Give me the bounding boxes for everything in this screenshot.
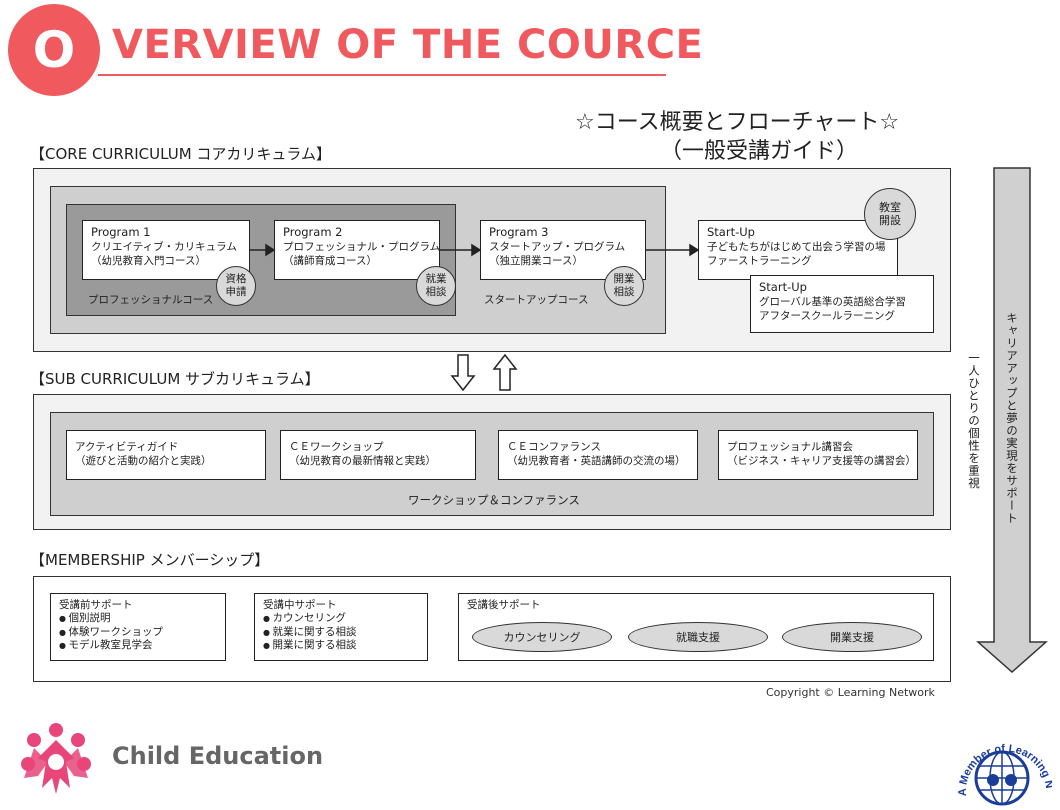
support-after-title: 受講後サポート [467, 599, 541, 611]
list-item: カウンセリング [263, 612, 427, 626]
program-2-line2: （講師育成コース） [283, 255, 377, 267]
program-1-line1: クリエイティブ・カリキュラム [91, 241, 237, 253]
individuality-text: 一人ひとりの個性を重視 [967, 352, 981, 490]
after-oval-counseling: カウンセリング [472, 622, 612, 652]
sub-item-professional-seminar: プロフェッショナル講習会 （ビジネス・キャリア支援等の講習会） [718, 430, 918, 480]
child-education-logo-icon [21, 723, 91, 794]
startup-1-line1: 子どもたちがはじめて出会う学習の場 [707, 241, 886, 253]
startup-2-box: Start-Up グローバル基準の英語総合学習 アフタースクールラーニング [750, 275, 934, 333]
sub-item-desc: （幼児教育者・英語講師の交流の場） [507, 455, 686, 467]
page-title: VERVIEW OF THE COURCE [112, 22, 704, 68]
career-support-arrow [976, 167, 1048, 674]
program-3-line1: スタートアップ・プログラム [489, 241, 626, 253]
business-consult-circle: 開業 相談 [604, 266, 644, 306]
program-3-line2: （独立開業コース） [489, 255, 583, 267]
list-item: 個別説明 [59, 612, 225, 626]
sub-item-ce-workshop: ＣＥワークショップ （幼児教育の最新情報と実践） [280, 430, 476, 480]
open-classroom-circle: 教室 開設 [864, 188, 916, 240]
sub-item-title: ＣＥワークショップ [289, 441, 384, 453]
sub-item-activity: アクティビティガイド （遊びと活動の紹介と実践） [66, 430, 266, 480]
guide-title-line2: （一般受講ガイド） [660, 139, 859, 164]
sub-item-title: アクティビティガイド [75, 441, 179, 453]
sub-section-label: 【SUB CURRICULUM サブカリキュラム】 [30, 370, 320, 388]
membership-section-label: 【MEMBERSHIP メンバーシップ】 [30, 551, 270, 569]
sub-item-desc: （幼児教育の最新情報と実践） [289, 455, 436, 467]
professional-course-label: プロフェッショナルコース [88, 294, 214, 306]
license-application-circle: 資格 申請 [216, 266, 256, 306]
footer-brand: Child Education [112, 742, 324, 770]
program-1-box: Program 1 クリエイティブ・カリキュラム （幼児教育入門コース） [82, 220, 250, 280]
startup-1-box: Start-Up 子どもたちがはじめて出会う学習の場 ファーストラーニング [698, 220, 898, 280]
startup-course-label: スタートアップコース [484, 294, 589, 306]
support-before-list: 個別説明 体験ワークショップ モデル教室見学会 [59, 612, 225, 653]
list-item: 就業に関する相談 [263, 626, 427, 640]
support-before-box: 受講前サポート 個別説明 体験ワークショップ モデル教室見学会 [50, 593, 226, 661]
startup-2-line2: アフタースクールラーニング [759, 310, 895, 322]
startup-2-title: Start-Up [759, 280, 807, 294]
header-badge: O [8, 4, 100, 96]
sub-item-desc: （ビジネス・キャリア支援等の講習会） [727, 455, 916, 467]
sub-footer-label: ワークショップ＆コンファランス [408, 493, 580, 507]
support-during-title: 受講中サポート [263, 599, 337, 611]
sub-item-ce-conference: ＣＥコンファランス （幼児教育者・英語講師の交流の場） [498, 430, 698, 480]
list-item: モデル教室見学会 [59, 639, 225, 653]
support-before-title: 受講前サポート [59, 599, 133, 611]
program-2-line1: プロフェッショナル・プログラム [283, 241, 441, 253]
core-section-label: 【CORE CURRICULUM コアカリキュラム】 [30, 145, 331, 163]
program-3-title: Program 3 [489, 225, 549, 239]
after-oval-job-support: 就職支援 [628, 622, 768, 652]
program-2-title: Program 2 [283, 225, 343, 239]
list-item: 体験ワークショップ [59, 626, 225, 640]
support-during-box: 受講中サポート カウンセリング 就業に関する相談 開業に関する相談 [254, 593, 428, 661]
support-during-list: カウンセリング 就業に関する相談 開業に関する相談 [263, 612, 427, 653]
header-badge-letter: O [32, 21, 76, 79]
list-item: 開業に関する相談 [263, 639, 427, 653]
copyright-text: Copyright © Learning Network [766, 686, 935, 699]
title-underline [98, 74, 666, 76]
startup-1-line2: ファーストラーニング [707, 255, 812, 267]
guide-title-line1: ☆コース概要とフローチャート☆ [575, 110, 900, 135]
program-1-title: Program 1 [91, 225, 151, 239]
program-1-line2: （幼児教育入門コース） [91, 255, 206, 267]
startup-1-title: Start-Up [707, 225, 755, 239]
sub-item-desc: （遊びと活動の紹介と実践） [75, 455, 212, 467]
startup-2-line1: グローバル基準の英語総合学習 [759, 296, 906, 308]
sub-item-title: プロフェッショナル講習会 [727, 441, 853, 453]
career-support-text: キャリアアップと夢の実現をサポート [1005, 312, 1019, 525]
learning-network-seal-icon: A Member of Learning Network [946, 716, 1052, 806]
sub-item-title: ＣＥコンファランス [507, 441, 601, 453]
after-oval-business-support: 開業支援 [782, 622, 922, 652]
employment-consult-circle: 就業 相談 [416, 266, 456, 306]
